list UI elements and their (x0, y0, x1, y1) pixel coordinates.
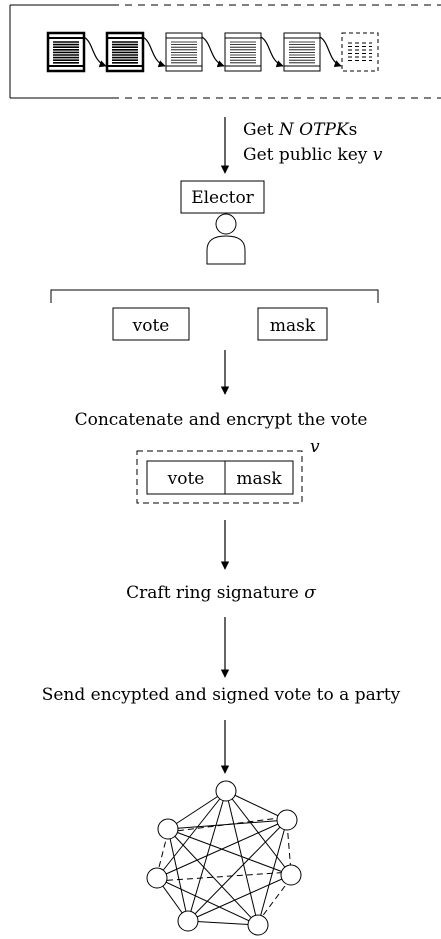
block-icon (165, 32, 203, 72)
pending-block-icon (341, 32, 379, 72)
mask-label: mask (270, 316, 316, 336)
party-node (177, 910, 199, 932)
encryption-dashed-box (136, 450, 303, 504)
block-link-arrow (201, 36, 225, 68)
mask-box (257, 307, 328, 341)
network-edge (225, 790, 288, 821)
block-link-arrow (260, 36, 284, 68)
block-link-arrow (142, 36, 166, 68)
block-link-arrow (83, 36, 107, 68)
network-edge (187, 920, 259, 926)
party-node (146, 867, 168, 889)
encrypted-mask-box (224, 460, 294, 495)
block-icon (283, 32, 321, 72)
block-link-arrow (319, 36, 342, 68)
elector-box (180, 180, 265, 214)
blockchain-blocks (46, 31, 379, 73)
ballot-bracket (50, 289, 379, 303)
network-edge-dashed (286, 822, 292, 873)
network-edge (167, 828, 189, 922)
network-edge (167, 828, 259, 926)
concatenate-text: Concatenate and encrypt the vote (75, 410, 368, 430)
vote-box (112, 307, 190, 341)
party-node (276, 809, 298, 831)
vote-label: vote (132, 316, 170, 336)
network-edge (257, 819, 288, 926)
elector-label: Elector (191, 188, 254, 208)
block-icon (105, 31, 145, 73)
party-node (280, 864, 302, 886)
block-icon (46, 31, 86, 73)
label-get-public-key: Get public key v (243, 145, 383, 165)
craft-signature-text: Craft ring signature σ (126, 583, 316, 603)
network-edge (167, 819, 288, 830)
network-edge (187, 874, 292, 922)
send-vote-text: Send encypted and signed vote to a party (42, 685, 401, 705)
network-edge (187, 819, 288, 922)
encrypted-vote-label: vote (167, 469, 205, 489)
encryption-key-label: v (310, 437, 320, 457)
encrypted-vote-box (146, 460, 226, 495)
blockchain-frame (9, 4, 441, 99)
label-get-otpks: Get N OTPKs (243, 120, 357, 140)
network-edge (167, 828, 292, 876)
party-network-graph (146, 780, 302, 936)
party-node (157, 818, 179, 840)
network-edge-dashed (156, 871, 292, 882)
network-edge (225, 790, 259, 926)
network-edge (156, 877, 259, 926)
party-node (215, 780, 237, 802)
network-edge (156, 790, 227, 879)
network-edge-dashed (257, 877, 292, 923)
network-edge (167, 790, 227, 830)
network-edge-dashed (156, 831, 169, 876)
person-icon (206, 213, 246, 265)
party-node (247, 914, 269, 936)
block-icon (224, 32, 262, 72)
encrypted-mask-label: mask (236, 469, 282, 489)
